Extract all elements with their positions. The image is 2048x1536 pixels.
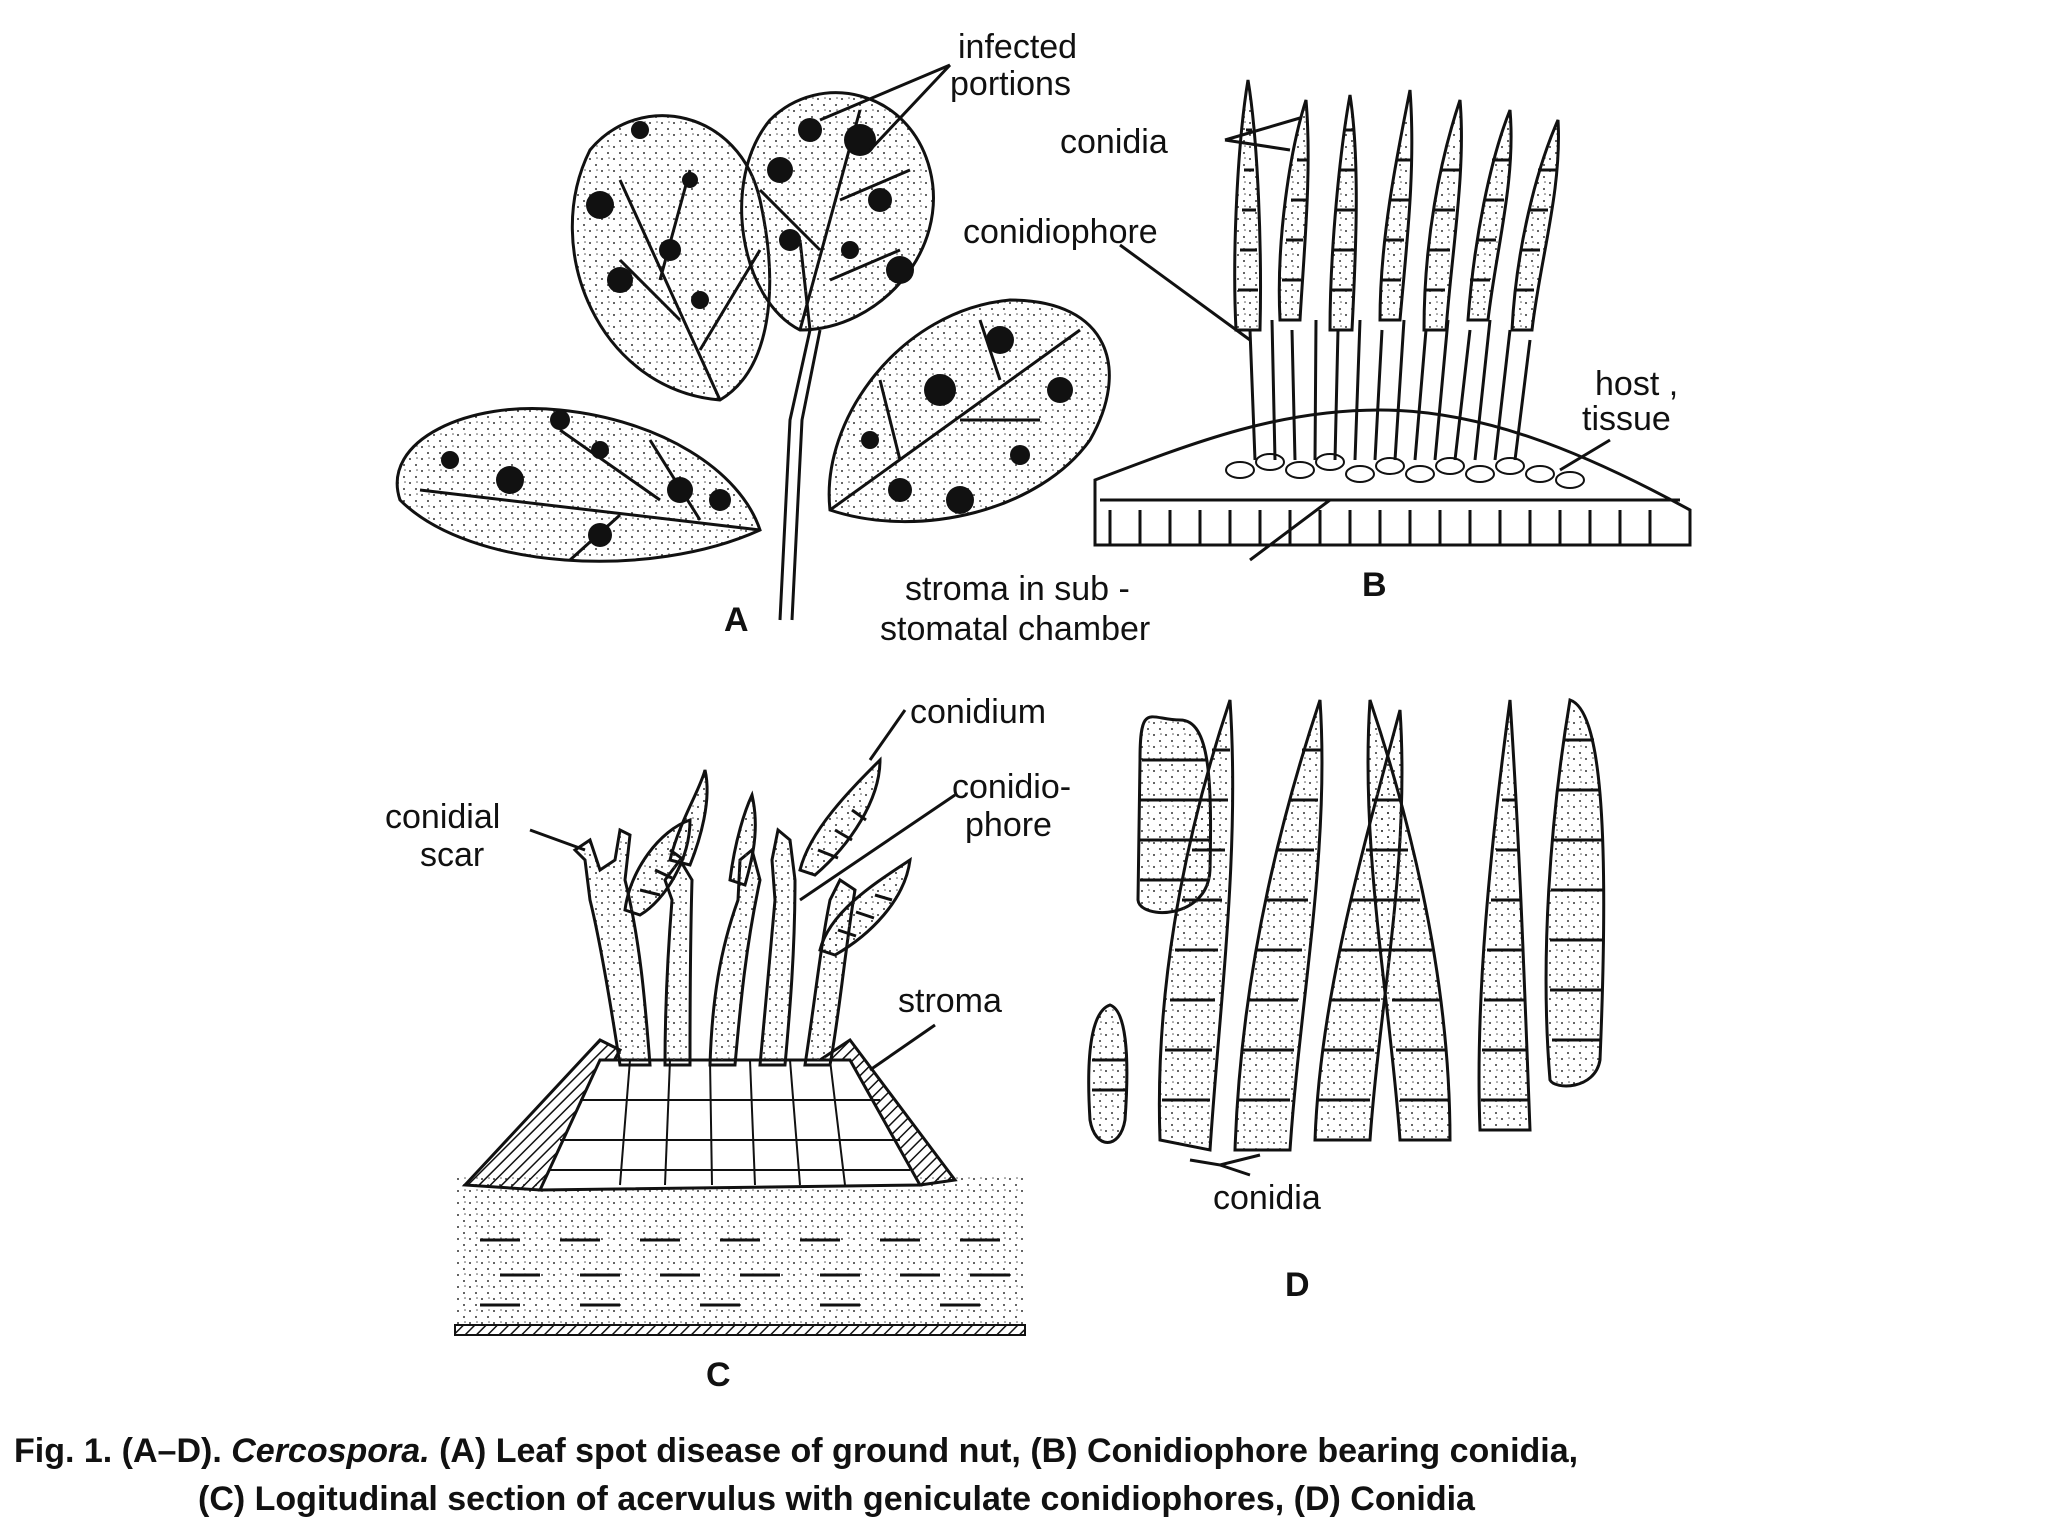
panel-d-conidia-drawing [1087,698,1606,1177]
label-stroma-b-2: stomatal chamber [880,610,1150,648]
figure-caption-line-2: (C) Logitudinal section of acervulus wit… [198,1480,1476,1518]
label-conidiophore-b: conidiophore [963,213,1158,251]
figure-caption-line-1: Fig. 1. (A–D). Cercospora. (A) Leaf spot… [14,1432,1578,1470]
label-stroma-b-1: stroma in sub - [905,570,1130,608]
label-conidial-scar-1: conidial [385,798,500,836]
label-infected-2: portions [950,65,1071,103]
label-host-1: host , [1595,365,1678,403]
panel-b-letter: B [1362,566,1387,604]
panel-a-letter: A [724,601,749,639]
label-conidial-scar-2: scar [420,836,484,874]
label-infected-1: infected [958,28,1077,66]
panel-a-leaf-drawing [395,63,1111,621]
panel-c-acervulus-drawing [454,709,1026,1336]
label-host-2: tissue [1582,400,1671,438]
label-conidium: conidium [910,693,1046,731]
label-stroma-c: stroma [898,982,1002,1020]
label-conidia-b: conidia [1060,123,1168,161]
label-conidiophore-c-2: phore [965,806,1052,844]
label-conidiophore-c-1: conidio- [952,768,1071,806]
panel-c-letter: C [706,1356,731,1394]
label-conidia-d: conidia [1213,1179,1321,1217]
panel-b-conidiophore-drawing [1093,79,1692,562]
panel-d-letter: D [1285,1266,1310,1304]
